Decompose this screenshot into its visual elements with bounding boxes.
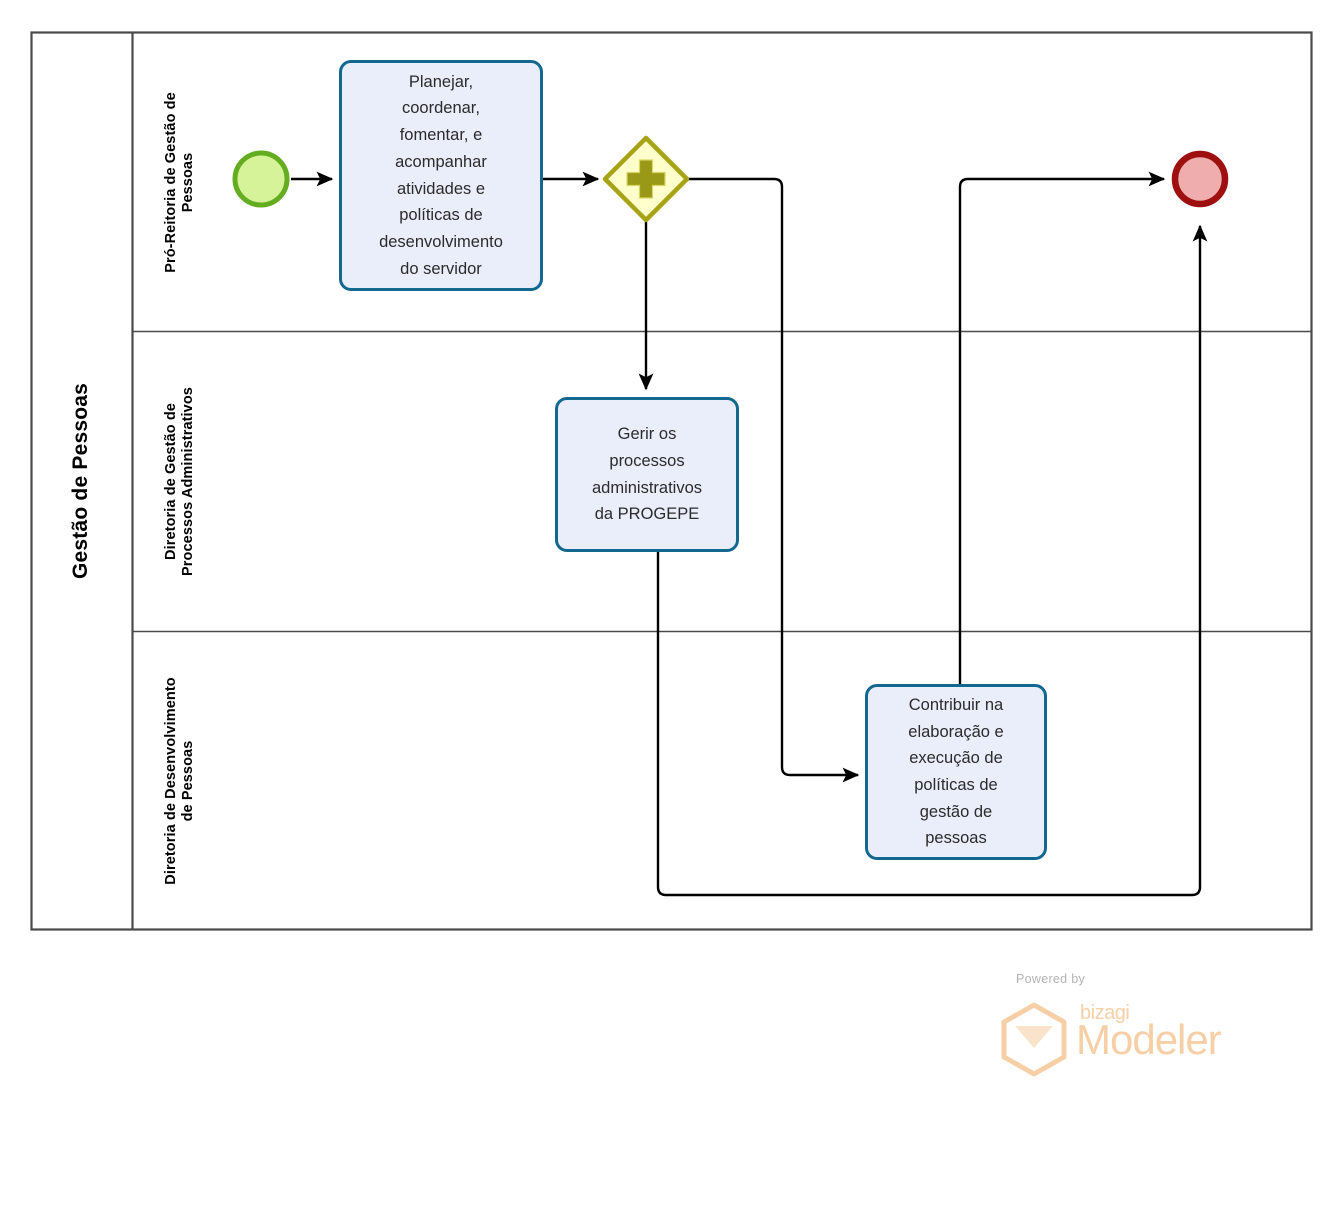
- task-contribuir-politicas[interactable]: Contribuir na elaboração e execução de p…: [865, 684, 1047, 860]
- lane-label-desenvolvimento-pessoas: Diretoria de Desenvolvimento de Pessoas: [162, 677, 196, 885]
- pool-label: Gestão de Pessoas: [69, 383, 93, 579]
- parallel-gateway[interactable]: [602, 135, 690, 223]
- plus-icon: [626, 159, 666, 199]
- task-planejar-coordenar[interactable]: Planejar, coordenar, fomentar, e acompan…: [339, 60, 543, 291]
- task-gerir-processos[interactable]: Gerir os processos administrativos da PR…: [555, 397, 739, 552]
- start-event[interactable]: [232, 150, 290, 208]
- flow-gateway-to-contribuir: [686, 177, 860, 783]
- lane-label-pro-reitoria: Pró-Reitoria de Gestão de Pessoas: [162, 92, 196, 273]
- lane-label-processos-administrativos: Diretoria de Gestão de Processos Adminis…: [162, 387, 196, 576]
- end-event[interactable]: [1171, 150, 1229, 208]
- flow-gerir-to-end: [656, 224, 1208, 897]
- flow-contribuir-to-end: [958, 171, 1166, 686]
